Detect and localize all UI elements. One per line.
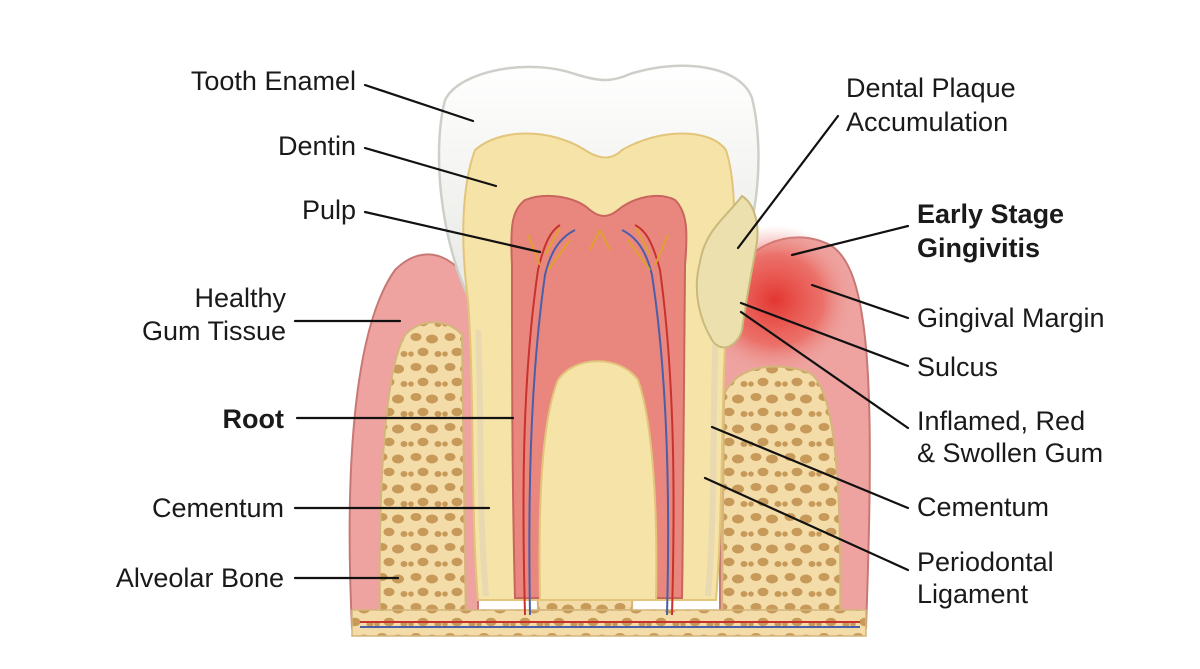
tooth (360, 64, 860, 628)
label-periodontal-line1: Periodontal (917, 547, 1054, 577)
label-gingivitis-line2: Gingivitis (917, 233, 1040, 263)
label-plaque-line1: Dental Plaque (846, 73, 1016, 103)
leader-gingivitis (790, 224, 910, 257)
leader-dentin (363, 146, 498, 188)
leader-lines (293, 83, 910, 580)
label-gingival-margin: Gingival Margin (917, 303, 1105, 333)
label-root: Root (223, 404, 284, 434)
leader-pulp (363, 210, 542, 254)
label-gingivitis-line1: Early Stage (917, 199, 1064, 229)
label-inflamed-line1: Inflamed, Red (917, 406, 1085, 436)
label-cementum-left: Cementum (152, 493, 284, 523)
label-healthy-gum-line1: Healthy (194, 283, 286, 313)
dental-plaque (695, 194, 759, 349)
leader-sulcus (739, 301, 910, 368)
label-sulcus: Sulcus (917, 352, 998, 382)
label-cementum-right: Cementum (917, 492, 1049, 522)
labels-right: Dental Plaque Accumulation Early Stage G… (846, 73, 1105, 609)
leader-tooth-enamel (363, 83, 475, 123)
leader-periodontal (703, 476, 910, 572)
label-dentin: Dentin (278, 131, 356, 161)
label-tooth-enamel: Tooth Enamel (191, 66, 356, 96)
label-healthy-gum-line2: Gum Tissue (142, 316, 286, 346)
labels-left: Tooth Enamel Dentin Pulp Healthy Gum Tis… (116, 66, 356, 593)
label-pulp: Pulp (302, 195, 356, 225)
label-alveolar-bone: Alveolar Bone (116, 563, 284, 593)
inter-root-dentin (538, 360, 658, 601)
right-bone (720, 365, 842, 629)
label-periodontal-line2: Ligament (917, 579, 1029, 609)
leader-gingival-margin (810, 283, 910, 320)
label-inflamed-line2: & Swollen Gum (917, 438, 1103, 468)
label-plaque-line2: Accumulation (846, 107, 1008, 137)
leader-cementum-right (710, 425, 910, 510)
leader-plaque (736, 114, 840, 250)
left-bone (378, 321, 468, 629)
cementum-layer (475, 329, 719, 597)
pulp-nerves (360, 224, 860, 628)
leader-inflamed-gum (739, 310, 910, 430)
